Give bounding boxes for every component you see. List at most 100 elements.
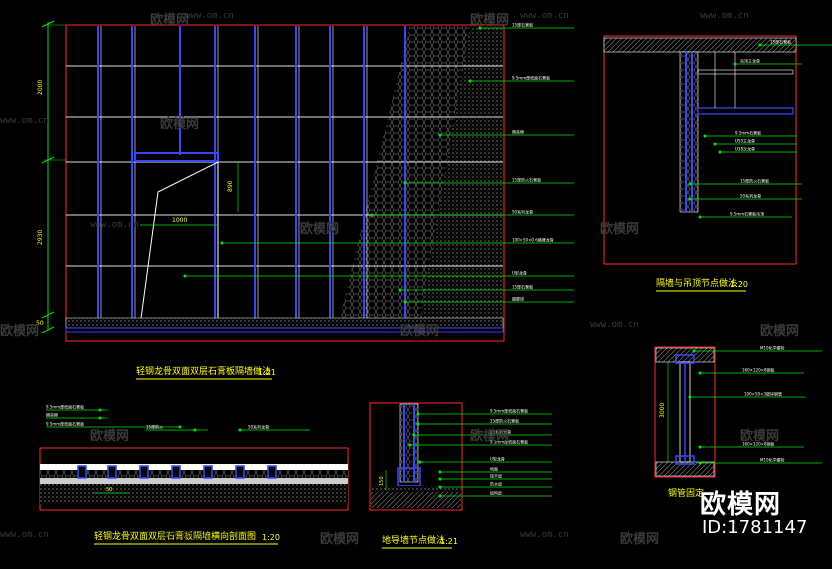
- watermark-url: www.om.cn: [185, 11, 234, 21]
- section-dim: 50: [106, 487, 112, 493]
- dim-bottom-label: 2930: [37, 230, 44, 245]
- steel-detail-title: 钢管固定: [668, 487, 704, 499]
- callout-label: U38次龙骨: [735, 146, 755, 152]
- watermark-logo: 欧模网: [600, 222, 640, 237]
- callout-dot: [438, 470, 442, 474]
- ceiling-detail-scale: 1:20: [730, 280, 748, 289]
- dim-top-label: 2000: [37, 80, 44, 95]
- watermark-logo: 欧模网: [90, 429, 130, 444]
- callout-label: 100×50×3镀锌钢管: [744, 391, 782, 397]
- callout-label: 找平层: [490, 473, 502, 479]
- callout-dot: [418, 460, 422, 464]
- watermark-url: www.om.cn: [0, 116, 49, 126]
- callout-dot: [416, 422, 420, 426]
- elevation-title: 轻钢龙骨双面双层石膏板隔墙做法: [136, 365, 271, 377]
- floor-detail-title: 地导墙节点做法: [382, 534, 445, 546]
- callout-dot: [688, 395, 692, 399]
- elevation-view: 2000 2930 50: [36, 20, 574, 380]
- watermark-logo: 欧模网: [760, 324, 800, 339]
- callout-label: 15厚防火石膏板: [490, 418, 519, 424]
- callout-dot: [698, 371, 702, 375]
- watermark-url: www.om.cn: [90, 220, 139, 230]
- callout-dot: [468, 79, 472, 83]
- watermark-logo: 欧模网: [300, 222, 340, 237]
- watermark-logo: 欧模网: [0, 324, 40, 339]
- elevation-scale: 1:21: [258, 368, 276, 377]
- callout-dot: [698, 215, 702, 219]
- callout-label: 防水层: [490, 481, 502, 487]
- callout-label: 50系列龙骨: [512, 209, 533, 215]
- callout-label: M10化学螺栓: [760, 345, 785, 351]
- floor-dim: 150: [379, 476, 385, 486]
- dim-opening-width: 1000: [172, 217, 187, 224]
- callout-label: 9.5mm厚纸面石膏板: [46, 404, 84, 410]
- callout-label: 隔音棉: [512, 129, 524, 135]
- callout-label: 9.5mm厚纸面石膏板: [46, 421, 84, 427]
- callout-label: 15厚防火石膏板: [512, 177, 541, 183]
- callout-dot: [688, 182, 692, 186]
- callout-label: 9.5mm石膏板: [735, 130, 761, 136]
- callout-dot: [403, 300, 407, 304]
- watermark-logo: 欧模网: [740, 429, 780, 444]
- section-title: 轻钢龙骨双面双层石膏板隔墙横向剖面图: [94, 530, 256, 542]
- callout-dot: [408, 443, 412, 447]
- callout-labels: 15厚石膏板 9.5mm厚纸面石膏板 隔音棉 15厚防火石膏板 50系列龙骨 100×50…: [46, 22, 791, 496]
- steel-dim: 3000: [659, 403, 666, 418]
- callout-dot: [193, 428, 197, 432]
- callout-label: 地面: [490, 466, 498, 472]
- callout-label: 100×50×0.6横撑龙骨: [512, 237, 554, 243]
- dim-opening-height: 890: [227, 180, 234, 192]
- callout-label: 15厚石膏板: [512, 22, 533, 28]
- callout-dot: [398, 288, 402, 292]
- callout-label: 50系列龙骨: [248, 424, 269, 430]
- callout-dot: [733, 62, 737, 66]
- callout-label: 9.5mm厚纸面石膏板: [490, 408, 528, 414]
- watermark-url: www.om.cn: [700, 11, 749, 21]
- callout-dot: [220, 241, 224, 245]
- callout-label: 15厚石膏板: [512, 284, 533, 290]
- dim-base-label: 50: [36, 320, 44, 327]
- watermark-logo: 欧模网: [320, 532, 360, 547]
- ceiling-detail-title: 隔墙与吊顶节点做法: [656, 277, 737, 289]
- callout-label: 15厚石膏板: [770, 39, 791, 45]
- callout-dot: [698, 461, 702, 465]
- callout-dot: [438, 133, 442, 137]
- callout-label: 吊顶主龙骨: [740, 58, 760, 64]
- callout-dot: [178, 425, 182, 429]
- watermark-logo: 欧模网: [400, 324, 440, 339]
- callout-label: 结构层: [490, 490, 502, 496]
- callout-label: 9.5mm厚纸面石膏板: [490, 439, 528, 445]
- section-scale: 1:20: [262, 533, 280, 542]
- brand-logo-text: 欧模网: [700, 490, 782, 520]
- callout-dot: [718, 150, 722, 154]
- callout-label: 15厚防火石膏板: [740, 178, 769, 184]
- horizontal-section: 50 轻钢龙骨双面双层石膏板隔墙横向剖面图 1:20: [39, 408, 349, 545]
- watermark-url: www.om.cn: [590, 320, 639, 330]
- callout-dot: [98, 408, 102, 412]
- callout-label: 160×120×8钢板: [742, 441, 775, 447]
- callout-dot: [438, 494, 442, 498]
- callout-label: M10化学螺栓: [760, 457, 785, 463]
- steel-tube-detail: 3000 钢管固定: [654, 346, 822, 499]
- callout-dot: [412, 433, 416, 437]
- watermark-logo: 欧模网: [160, 117, 200, 132]
- callout-dot: [758, 43, 762, 47]
- watermark-url: www.om.cn: [520, 530, 569, 540]
- callout-label: 15厚防火: [146, 424, 163, 430]
- watermark-logo: 欧模网: [470, 13, 510, 28]
- callout-dot: [692, 349, 696, 353]
- callout-dot: [403, 181, 407, 185]
- callout-dot: [238, 428, 242, 432]
- callout-dot: [698, 445, 702, 449]
- callout-label: 160×120×8钢板: [742, 367, 775, 373]
- callout-dot: [713, 142, 717, 146]
- callout-label: 踢脚线: [512, 296, 524, 302]
- callout-dot: [703, 134, 707, 138]
- callout-dot: [370, 213, 374, 217]
- callout-dot: [183, 274, 187, 278]
- watermark-url: www.om.cn: [0, 530, 49, 540]
- callout-label: U型龙骨: [512, 270, 527, 276]
- callout-dot: [438, 477, 442, 481]
